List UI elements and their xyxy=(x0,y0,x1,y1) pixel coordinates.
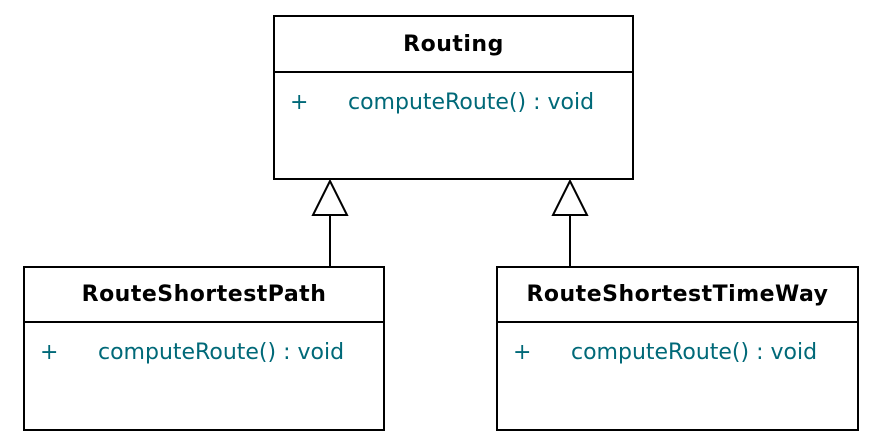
visibility-symbol: + xyxy=(290,90,309,115)
method-signature: computeRoute() : void xyxy=(348,90,595,115)
class-name: RouteShortestPath xyxy=(25,268,383,323)
method-signature: computeRoute() : void xyxy=(98,340,345,365)
methods-compartment: + computeRoute() : void xyxy=(275,90,632,195)
class-name: RouteShortestTimeWay xyxy=(498,268,857,323)
visibility-symbol: + xyxy=(513,340,532,365)
method-signature: computeRoute() : void xyxy=(571,340,818,365)
class-box-routing: Routing + computeRoute() : void xyxy=(273,15,634,180)
methods-compartment: + computeRoute() : void xyxy=(498,340,857,442)
method-row: + computeRoute() : void xyxy=(25,340,383,370)
method-row: + computeRoute() : void xyxy=(275,90,632,120)
class-box-route-shortest-path: RouteShortestPath + computeRoute() : voi… xyxy=(23,266,385,431)
class-name: Routing xyxy=(275,17,632,73)
method-row: + computeRoute() : void xyxy=(498,340,857,370)
class-box-route-shortest-time-way: RouteShortestTimeWay + computeRoute() : … xyxy=(496,266,859,431)
methods-compartment: + computeRoute() : void xyxy=(25,340,383,442)
visibility-symbol: + xyxy=(40,340,59,365)
